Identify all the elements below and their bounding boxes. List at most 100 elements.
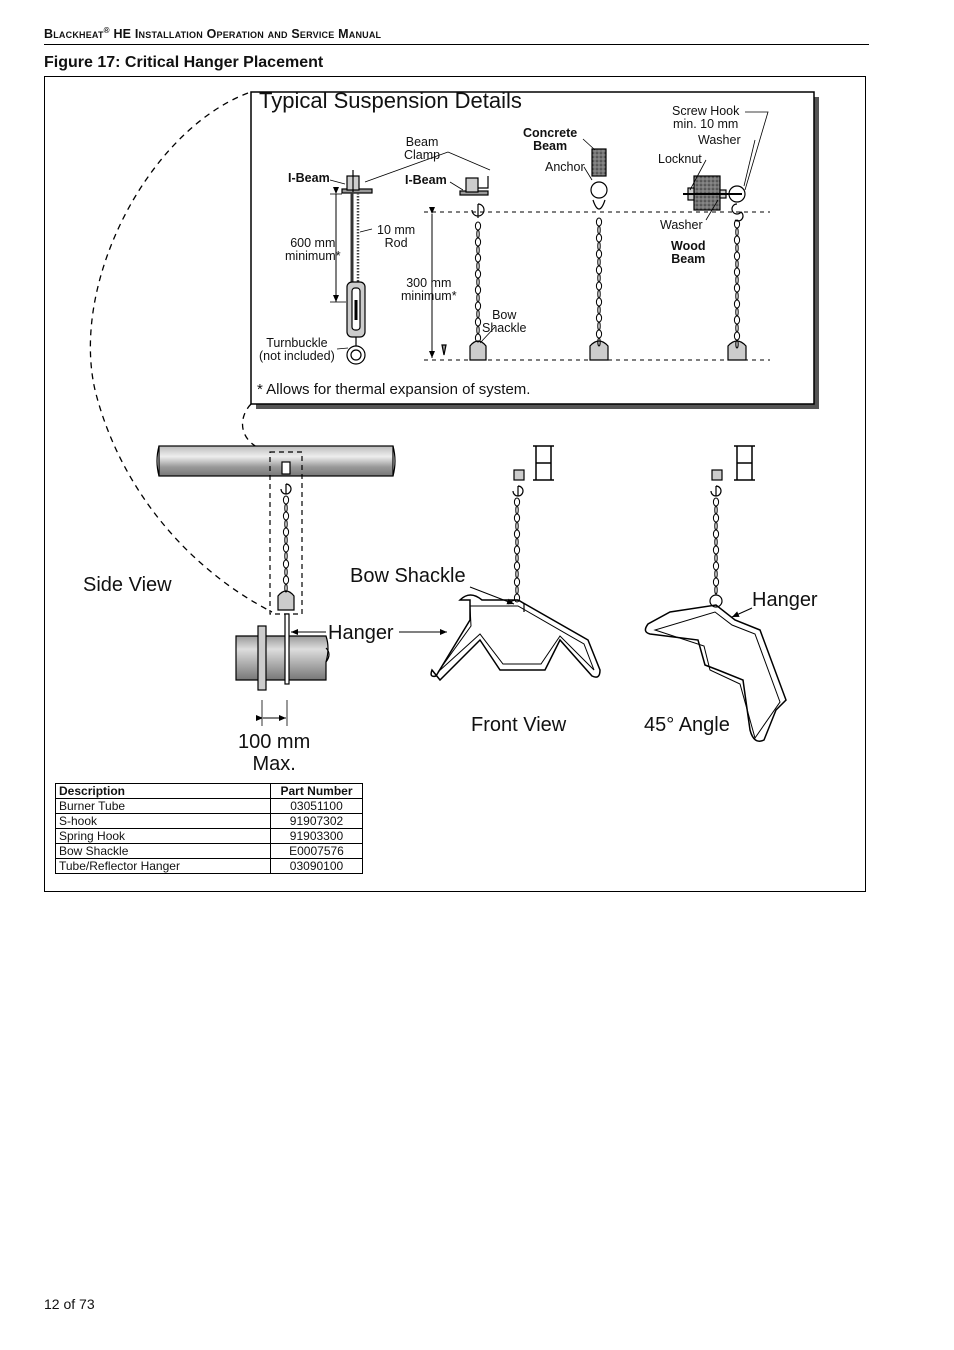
label-side-view: Side View <box>83 574 172 596</box>
chain-link <box>712 529 720 539</box>
chain-link <box>515 569 519 579</box>
cell-description: S-hook <box>55 813 271 829</box>
min300-line1: 300 mm <box>406 276 452 290</box>
chain-link <box>513 497 521 507</box>
chain-link <box>284 567 288 577</box>
chain-link <box>712 545 720 555</box>
chain-link <box>515 521 519 531</box>
chain-link <box>735 339 739 349</box>
chain-link <box>712 497 720 507</box>
detail-chains <box>474 217 741 349</box>
chain-link <box>284 535 288 545</box>
chain-link <box>282 543 290 553</box>
wood-beam-line2: Beam <box>671 252 706 266</box>
chain-link <box>282 575 290 585</box>
front-view-chain <box>513 497 521 603</box>
chain-link <box>474 333 482 343</box>
label-anchor: Anchor <box>545 160 585 174</box>
registered-mark: ® <box>103 26 110 35</box>
screw-hook-line1: Screw Hook <box>672 104 740 118</box>
chain-link <box>282 511 290 521</box>
chain-link <box>282 527 290 537</box>
chain-link <box>712 577 720 587</box>
label-hanger-right: Hanger <box>752 589 818 611</box>
detail-leaders <box>329 111 769 350</box>
suspension-details-box <box>250 91 819 409</box>
label-washer-top: Washer <box>698 133 741 147</box>
chain-link <box>714 521 718 531</box>
chain-link <box>714 569 718 579</box>
chain-link <box>714 585 718 595</box>
label-front-view: Front View <box>471 714 567 736</box>
col-description: Description <box>55 783 271 799</box>
cell-part-number: E0007576 <box>270 843 363 859</box>
chain-link <box>513 593 521 603</box>
chain-link <box>714 505 718 515</box>
parts-table-header: Description Part Number <box>55 783 363 799</box>
chain-link <box>714 537 718 547</box>
label-ibeam-1: I-Beam <box>288 171 330 185</box>
max-dim-line2: Max. <box>252 753 296 775</box>
chain-link <box>284 519 288 529</box>
bow-shackle-detail-line1: Bow <box>492 308 517 322</box>
callout-curve-lower <box>241 403 271 453</box>
chain-link <box>282 495 290 505</box>
cell-description: Tube/Reflector Hanger <box>55 858 271 874</box>
concrete-beam-line1: Concrete <box>523 126 578 140</box>
chain-link <box>597 337 601 347</box>
wood-beam-line1: Wood <box>671 239 706 253</box>
cell-part-number: 91907302 <box>270 813 363 829</box>
cell-description: Bow Shackle <box>55 843 271 859</box>
concrete-beam-line2: Beam <box>533 139 568 153</box>
detail-ibeam-rod <box>330 170 373 365</box>
turnbuckle-line1: Turnbuckle <box>266 336 328 350</box>
chain-link <box>515 537 519 547</box>
label-washer-bottom: Washer <box>660 218 703 232</box>
details-title: Typical Suspension Details <box>259 88 522 113</box>
chain-link <box>282 559 290 569</box>
min600-line2: minimum* <box>285 249 341 263</box>
label-turnbuckle: Turnbuckle(not included) <box>259 337 335 363</box>
chain-link <box>513 561 521 571</box>
screw-hook-line2: min. 10 mm <box>673 117 739 131</box>
col-part-number: Part Number <box>270 783 363 799</box>
chain-link <box>515 553 519 563</box>
chain-link <box>712 513 720 523</box>
angle-view-drawing <box>644 445 787 742</box>
cell-part-number: 03090100 <box>270 858 363 874</box>
label-locknut: Locknut <box>658 152 702 166</box>
beam-clamp-line2: Clamp <box>404 148 441 162</box>
chain-link <box>284 503 288 513</box>
max-dim-line1: 100 mm <box>238 731 311 753</box>
front-view-drawing <box>430 445 601 682</box>
page-number: 12 of 73 <box>44 1296 95 1312</box>
detail-concrete-anchor <box>589 148 609 361</box>
brand-name: Blackheat <box>44 27 104 42</box>
turnbuckle-line2: (not included) <box>259 349 335 363</box>
label-bow-shackle: Bow Shackle <box>350 565 466 587</box>
chain-link <box>714 553 718 563</box>
chain-link <box>513 545 521 555</box>
side-view-chain <box>282 495 290 593</box>
cell-part-number: 91903300 <box>270 828 363 844</box>
figure-title: Figure 17: Critical Hanger Placement <box>44 54 324 71</box>
cell-description: Spring Hook <box>55 828 271 844</box>
page-header: Blackheat® HE Installation Operation and… <box>44 26 381 41</box>
chain-link <box>284 551 288 561</box>
beam-clamp-line1: Beam <box>405 135 439 149</box>
chain-link <box>513 577 521 587</box>
thermal-expansion-note: * Allows for thermal expansion of system… <box>257 381 531 398</box>
